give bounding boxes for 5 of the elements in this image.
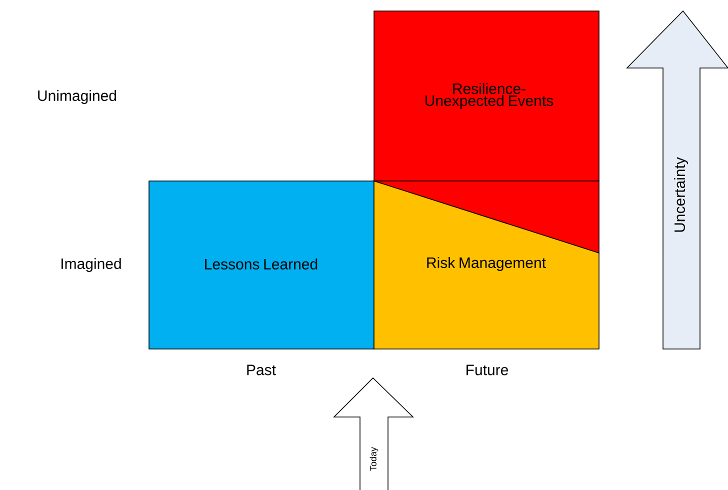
axis-label: Unimagined	[38, 90, 116, 104]
lessons-box: Lessons Learned	[148, 180, 374, 350]
axis-label: Imagined	[62, 258, 121, 272]
axis-label: Future	[466, 364, 508, 376]
axis-label: Past	[247, 364, 276, 376]
